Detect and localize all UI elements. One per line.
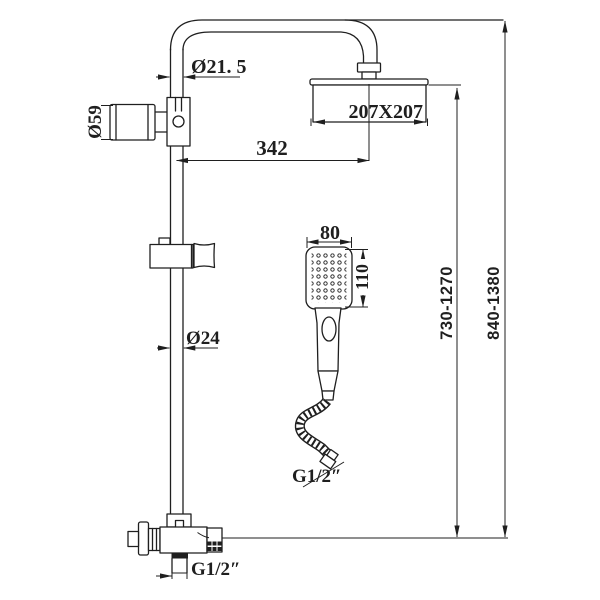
dimension-overall-height: 840-1380 [485, 20, 508, 538]
dimension-handset-width: 80 [306, 222, 352, 248]
mixer-valve [127, 513, 223, 574]
handset-height-label: 110 [352, 264, 372, 290]
label-hose-connection: G1/2″ [292, 461, 345, 488]
arm-reach-label: 342 [256, 136, 288, 160]
dimension-diverter-diameter: Ø59 [85, 105, 113, 140]
bracket-holder-cup [193, 242, 216, 269]
diverter-cylinder [109, 103, 156, 141]
handset-button [321, 316, 337, 342]
handset-bracket [149, 237, 216, 269]
handset-nozzles [311, 253, 347, 303]
dimension-arm-reach: 342 [176, 136, 370, 164]
hose-connection-label: G1/2″ [292, 466, 342, 487]
dimension-head-size: 207X207 [310, 101, 428, 126]
handset-width-label: 80 [320, 222, 340, 244]
handset-cone [317, 370, 339, 392]
arm-connector-neck [361, 71, 377, 80]
dimension-riser-diameter: Ø24 [157, 328, 220, 351]
shower-hose [294, 397, 339, 470]
valve-leader-hook [197, 532, 210, 539]
valve-bottom-pipe [171, 557, 188, 574]
rain-shower-head [309, 78, 429, 161]
dimension-arm-diameter: Ø21. 5 [156, 56, 247, 80]
riser-diameter-label: Ø24 [186, 328, 220, 349]
shower-arm [169, 19, 504, 80]
arm-connector-nut [356, 62, 382, 73]
valve-outlet [206, 527, 223, 553]
diverter-pivot [172, 115, 185, 128]
head-size-label: 207X207 [349, 101, 423, 123]
diverter-body [109, 96, 191, 147]
valve-body [159, 526, 208, 554]
valve-outlet-grid [207, 541, 222, 551]
arm-diameter-label: Ø21. 5 [191, 56, 247, 78]
valve-gasket [171, 552, 188, 559]
diverter-diameter-label: Ø59 [85, 105, 106, 139]
valve-handle-stem [127, 530, 140, 548]
dimension-outlet-connection: G1/2″ [156, 559, 241, 580]
dimension-handset-height: 110 [345, 249, 372, 308]
dimension-height-to-head: 730-1270 [428, 84, 461, 538]
valve-flange [137, 521, 150, 556]
height-to-head-label: 730-1270 [438, 266, 456, 340]
hand-shower [305, 246, 353, 401]
handset-tip [321, 390, 335, 401]
outlet-connection-label: G1/2″ [191, 559, 241, 580]
overall-height-label: 840-1380 [485, 266, 503, 340]
valve-nut [147, 527, 161, 552]
hose-connector [319, 448, 339, 470]
